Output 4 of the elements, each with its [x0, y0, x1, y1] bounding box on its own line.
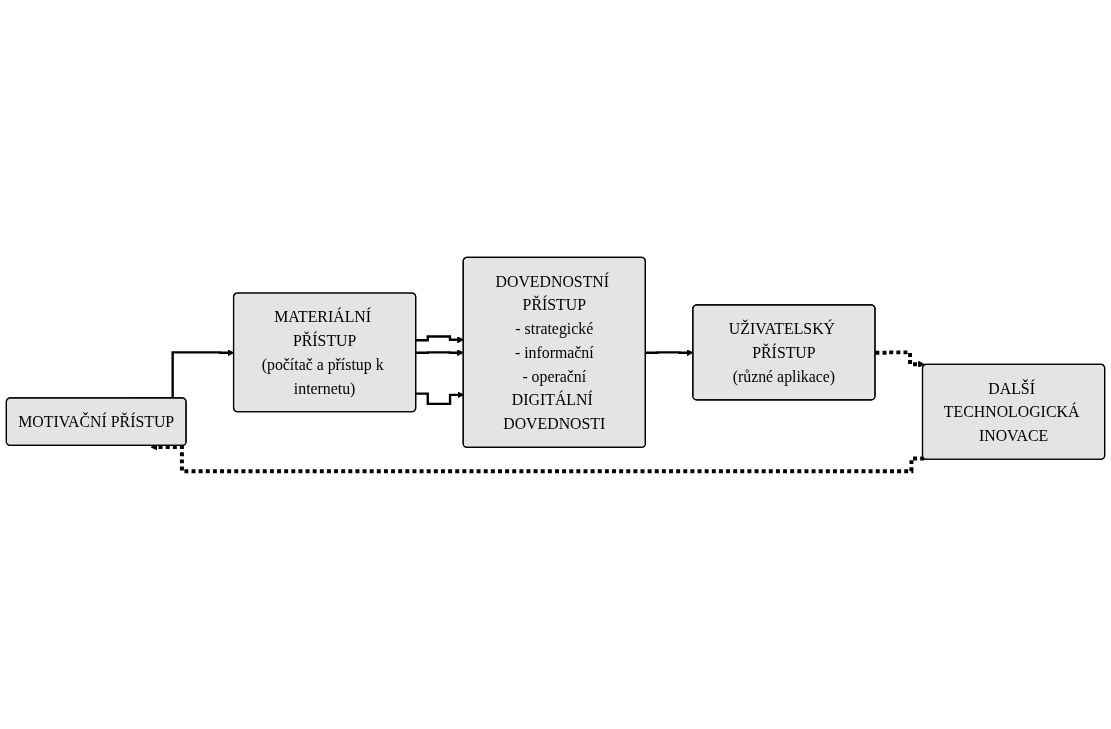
- arrow: [150, 443, 925, 474]
- arrow: [416, 335, 464, 344]
- arrow: [416, 349, 464, 357]
- arrow: [875, 350, 925, 368]
